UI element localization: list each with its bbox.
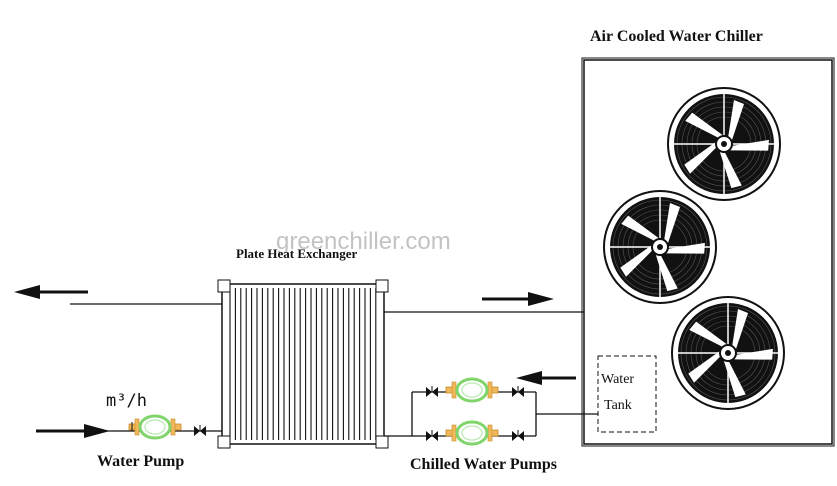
flow-arrow-icon <box>482 292 554 306</box>
valve-icon <box>193 424 207 437</box>
valve-icon <box>511 429 525 442</box>
flow-arrow-icon <box>14 285 88 299</box>
water-tank-label-line2: Tank <box>604 398 632 413</box>
water-pump-label: Water Pump <box>97 453 184 470</box>
flow-unit-label: m³/h <box>106 391 147 411</box>
plate-heat-exchanger <box>217 279 389 449</box>
fan-icon <box>603 190 717 304</box>
fan-icon <box>671 296 785 410</box>
fan-icon <box>667 87 781 201</box>
chiller-title: Air Cooled Water Chiller <box>590 28 763 45</box>
pump-icon <box>444 377 500 403</box>
valve-icon <box>425 385 439 398</box>
flow-arrow-icon <box>516 371 576 385</box>
water-tank-label-line1: Water <box>601 372 634 387</box>
plate-heat-exchanger-label: Plate Heat Exchanger <box>236 246 358 261</box>
watermark: greenchiller.com <box>276 228 451 255</box>
pump-icon <box>444 420 500 446</box>
pump-icon <box>127 414 183 440</box>
chilled-water-pumps-label: Chilled Water Pumps <box>410 456 557 473</box>
valve-icon <box>511 385 525 398</box>
flow-arrow-icon <box>36 424 110 438</box>
water-tank <box>597 355 657 433</box>
valve-icon <box>425 429 439 442</box>
